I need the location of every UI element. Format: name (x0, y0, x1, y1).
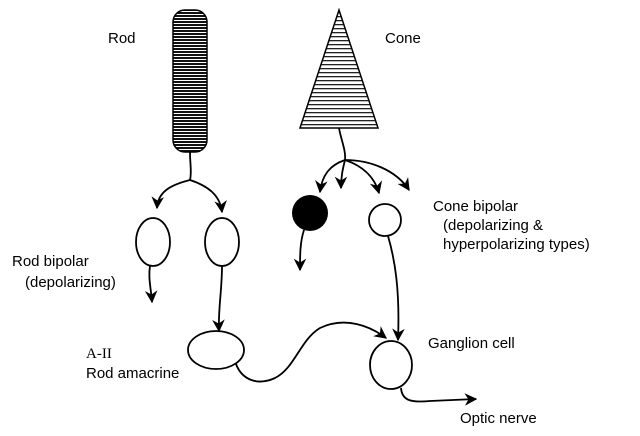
rod-axon (189, 151, 192, 181)
ganglion-cell (369, 340, 413, 390)
rod-bipolar-type-label: (depolarizing) (25, 274, 116, 291)
cone-bipolar-type-label-1: (depolarizing & (443, 217, 543, 234)
rod-to-bipolar-right-arrow (189, 179, 227, 214)
cone-bipolar-cell-open (368, 203, 402, 237)
rod-cell (172, 9, 208, 153)
rod-label: Rod (108, 30, 136, 47)
rod-bipolar-cell-left (135, 217, 171, 267)
cone-bipolar-filled-output-arrow (293, 229, 307, 272)
optic-nerve-label: Optic nerve (460, 410, 537, 427)
cone-bipolar-label: Cone bipolar (433, 198, 518, 215)
optic-nerve-arrow (400, 387, 478, 406)
cone-label: Cone (385, 30, 421, 47)
cone-bipolar-cell-filled (292, 195, 328, 231)
rod-bipolar-cell-right (204, 217, 240, 267)
cone-branch-arrow-2 (334, 159, 348, 190)
rod-to-bipolar-left-arrow (151, 179, 191, 210)
amacrine-to-ganglion-arrow (235, 321, 388, 383)
cone-to-on-bipolar-arrow (344, 159, 383, 195)
amacrine-label-1: A-II (86, 346, 112, 362)
cone-branch-arrow-4 (344, 159, 410, 192)
ganglion-label: Ganglion cell (428, 335, 515, 352)
cone-cell (298, 7, 380, 129)
cone-axon (338, 127, 347, 161)
rod-bipolar-output-arrow (144, 265, 158, 304)
amacrine-label-2: Rod amacrine (86, 365, 179, 382)
cone-bipolar-type-label-2: hyperpolarizing types) (443, 236, 590, 253)
cone-to-off-bipolar-arrow (315, 159, 346, 194)
aii-amacrine-cell (187, 330, 245, 370)
cone-bipolar-to-ganglion-arrow (387, 235, 405, 342)
rod-bipolar-to-amacrine-arrow (212, 265, 225, 333)
rod-bipolar-label: Rod bipolar (12, 253, 89, 270)
